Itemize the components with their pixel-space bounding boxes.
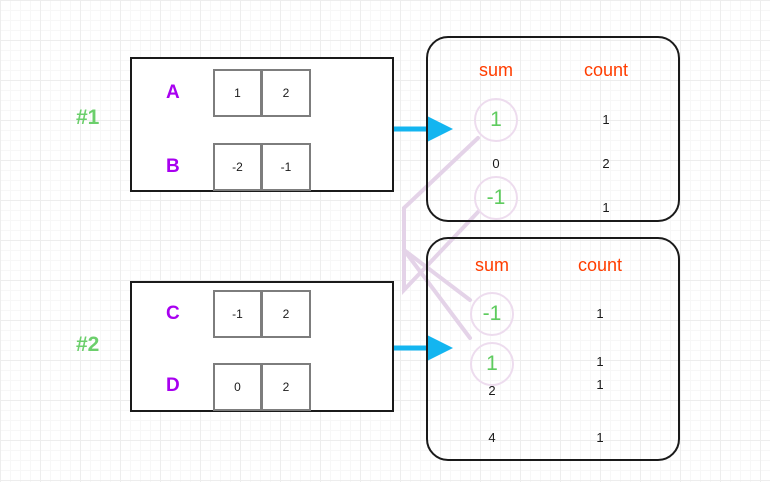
value-pair-B: -2 -1 <box>213 143 311 191</box>
panel-1-sum-2: -1 <box>486 186 506 209</box>
row-letter-D: D <box>166 375 180 396</box>
cell-D-0: 0 <box>213 363 262 411</box>
panel-1-count-1: 2 <box>602 156 610 171</box>
panel-2-sum-3: 4 <box>488 430 496 445</box>
panel-1-count-0: 1 <box>602 112 610 127</box>
panel-1-header-sum: sum <box>478 60 513 80</box>
panel-1-sum-1: 0 <box>492 156 500 171</box>
panel-1-count-2: 1 <box>602 200 610 215</box>
group-label-1: #1 <box>76 106 100 129</box>
panel-2-sum-2: 2 <box>488 383 496 398</box>
highlight-circle-p2-r1 <box>470 292 514 336</box>
panel-2-count-3: 1 <box>596 430 604 445</box>
value-pair-C: -1 2 <box>213 290 311 338</box>
highlight-circle-p1-r3 <box>474 176 518 220</box>
panel-2-sum-1: 1 <box>486 352 498 375</box>
result-panel-2 <box>426 237 680 461</box>
panel-2-header-count: count <box>577 255 623 275</box>
value-pair-D: 0 2 <box>213 363 311 411</box>
panel-1-sum-0: 1 <box>490 108 502 131</box>
panel-2-count-0: 1 <box>596 306 604 321</box>
cell-B-0: -2 <box>213 143 262 191</box>
value-pair-A: 1 2 <box>213 69 311 117</box>
cell-B-1: -1 <box>262 143 311 191</box>
cell-A-0: 1 <box>213 69 262 117</box>
panel-2-sum-0: -1 <box>482 302 502 325</box>
panel-2-count-1: 1 <box>596 354 604 369</box>
highlight-circle-p1-r1 <box>474 98 518 142</box>
panel-2-header-sum: sum <box>474 255 509 275</box>
cell-C-0: -1 <box>213 290 262 338</box>
cell-A-1: 2 <box>262 69 311 117</box>
cell-D-1: 2 <box>262 363 311 411</box>
panel-1-header-count: count <box>583 60 629 80</box>
cell-C-1: 2 <box>262 290 311 338</box>
row-letter-A: A <box>166 82 180 103</box>
highlight-circle-p2-r2 <box>470 342 514 386</box>
row-letter-B: B <box>166 156 180 177</box>
result-panel-1 <box>426 36 680 222</box>
row-letter-C: C <box>166 303 180 324</box>
panel-2-count-2: 1 <box>596 377 604 392</box>
group-label-2: #2 <box>76 333 100 356</box>
